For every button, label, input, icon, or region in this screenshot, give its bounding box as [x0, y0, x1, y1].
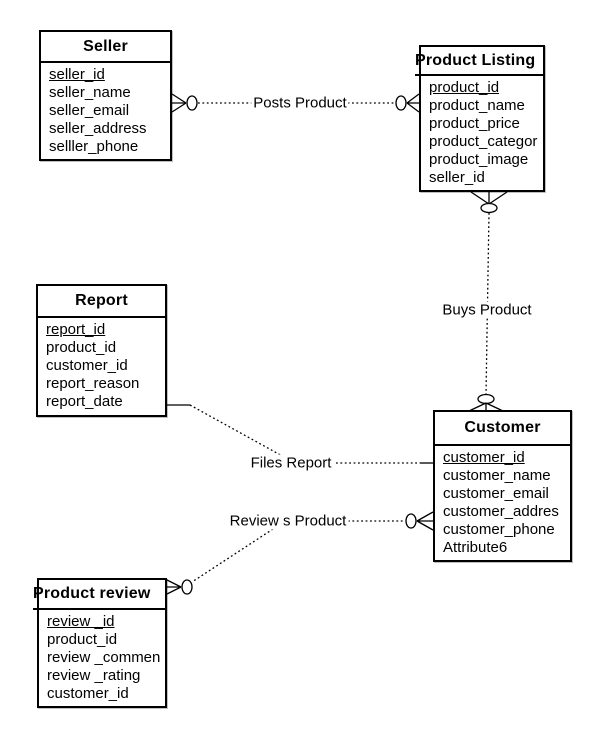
- attribute-primary-key: report_id: [46, 321, 106, 338]
- entity-product-listing-title: Product Listing: [415, 47, 543, 76]
- attribute: customer_phone: [443, 521, 555, 538]
- entity-report-title: Report: [38, 286, 165, 318]
- entity-customer-title: Customer: [435, 412, 570, 446]
- zero-circle-icon: [395, 95, 407, 111]
- attribute: product_id: [47, 631, 118, 648]
- attribute: customer_id: [47, 685, 129, 702]
- entity-customer[interactable]: Customer customer_id customer_name custo…: [433, 410, 572, 562]
- attribute-primary-key: review _id: [47, 613, 115, 630]
- attribute: report_date: [46, 393, 123, 410]
- attribute: customer_name: [443, 467, 551, 484]
- relationship-label-buys-product[interactable]: Buys Product: [440, 301, 534, 319]
- entity-product-review-title: Product review: [33, 580, 165, 610]
- attribute: seller_address: [49, 120, 147, 137]
- attribute-primary-key: customer_id: [443, 449, 525, 466]
- entity-product-listing-attributes: product_id product_name product_price pr…: [421, 76, 543, 187]
- files-report-connector: [167, 404, 433, 464]
- zero-circle-icon: [480, 202, 498, 214]
- zero-circle-icon: [405, 513, 417, 529]
- attribute: review _rating: [47, 667, 141, 684]
- attribute: selller_phone: [49, 138, 139, 155]
- crow-foot-icon: [171, 93, 187, 113]
- attribute-primary-key: product_id: [429, 79, 500, 96]
- crow-foot-icon: [416, 511, 434, 531]
- crow-foot-icon: [166, 579, 182, 595]
- attribute: report_reason: [46, 375, 140, 392]
- zero-circle-icon: [186, 95, 198, 111]
- attribute: seller_email: [49, 102, 130, 119]
- attribute: product_id: [46, 339, 117, 356]
- zero-circle-icon: [181, 579, 193, 595]
- attribute: product_image: [429, 151, 529, 168]
- crow-foot-icon: [470, 191, 508, 205]
- entity-product-review[interactable]: Product review review _id product_id rev…: [33, 578, 167, 708]
- entity-seller-title: Seller: [41, 32, 170, 63]
- crow-foot-icon: [468, 402, 504, 412]
- attribute: product_categor: [429, 133, 538, 150]
- entity-report[interactable]: Report report_id product_id customer_id …: [36, 284, 167, 417]
- relationship-label-files-report[interactable]: Files Report: [248, 454, 334, 472]
- attribute: customer_addres: [443, 503, 559, 520]
- entity-product-review-attributes: review _id product_id review _commen rev…: [39, 610, 165, 703]
- attribute: product_name: [429, 97, 525, 114]
- attribute: customer_id: [46, 357, 128, 374]
- attribute: review _commen: [47, 649, 161, 666]
- relationship-label-posts-product[interactable]: Posts Product: [251, 94, 349, 112]
- crow-foot-icon: [406, 93, 420, 113]
- attribute: seller_name: [49, 84, 131, 101]
- attribute: Attribute6: [443, 539, 508, 556]
- reviews-product-connector: [166, 511, 434, 595]
- entity-report-attributes: report_id product_id customer_id report_…: [38, 318, 165, 411]
- attribute-primary-key: seller_id: [49, 66, 105, 83]
- entity-customer-attributes: customer_id customer_name customer_email…: [435, 446, 570, 557]
- relationship-label-reviews-product[interactable]: Review s Product: [227, 512, 349, 530]
- zero-circle-icon: [477, 393, 495, 405]
- entity-seller-attributes: seller_id seller_name seller_email selle…: [41, 63, 170, 156]
- attribute: seller_id: [429, 169, 485, 186]
- buys-product-connector: [468, 191, 508, 412]
- attribute: product_price: [429, 115, 520, 132]
- entity-seller[interactable]: Seller seller_id seller_name seller_emai…: [39, 30, 172, 161]
- attribute: customer_email: [443, 485, 549, 502]
- entity-product-listing[interactable]: Product Listing product_id product_name …: [415, 45, 545, 192]
